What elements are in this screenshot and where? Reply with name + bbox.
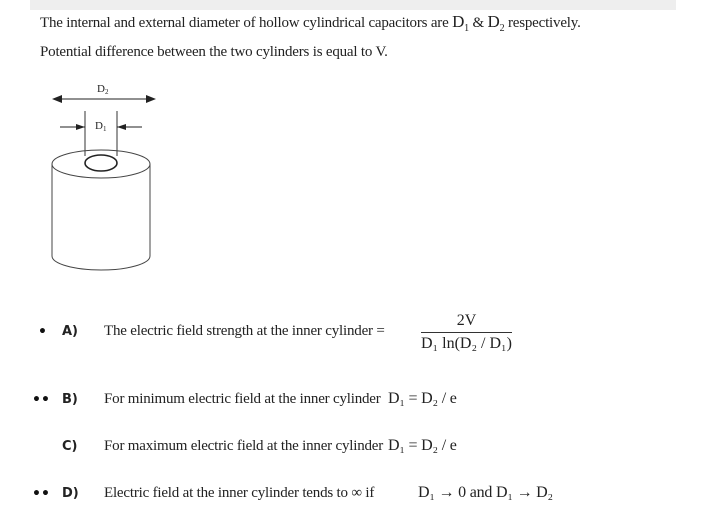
option-a-text: The electric field strength at the inner… xyxy=(104,323,385,339)
option-d-math: D₁ → 0 and D₁ → D₂ xyxy=(418,484,553,501)
d1-subscript: 1 xyxy=(464,23,469,34)
fraction-numerator: 2V xyxy=(421,312,512,333)
option-d-letter: D) xyxy=(62,486,79,501)
question-line-2: Potential difference between the two cyl… xyxy=(40,44,388,60)
option-c-math: D₁ = D₂ / e xyxy=(388,437,457,454)
hollow-cylinder-figure xyxy=(51,95,156,271)
inner-diameter-label: D1 xyxy=(95,120,106,133)
cylinder-diagram: D2 D1 xyxy=(40,78,170,278)
outer-diameter-label: D2 xyxy=(97,83,108,96)
fraction-denominator: D₁ ln(D₂ / D₁) xyxy=(421,335,512,352)
option-a-bullet: • xyxy=(38,324,47,340)
question-tail: respectively. xyxy=(504,15,581,31)
inner-label-sub: 1 xyxy=(102,125,107,133)
option-d-bullet: •• xyxy=(32,486,50,502)
d2-symbol: D2 xyxy=(487,12,505,34)
ampersand: & xyxy=(468,15,488,31)
option-b-math: D₁ = D₂ / e xyxy=(388,390,457,407)
outer-label-letter: D xyxy=(97,83,105,95)
option-b-bullet: •• xyxy=(32,392,50,408)
option-a-fraction: 2V D₁ ln(D₂ / D₁) xyxy=(421,312,512,353)
option-a-letter: A) xyxy=(62,324,79,339)
option-d[interactable]: •• D) Electric field at the inner cylind… xyxy=(0,484,710,514)
d1-symbol: D1 xyxy=(452,12,469,34)
option-c-letter: C) xyxy=(62,439,78,454)
option-c-text: For maximum electric field at the inner … xyxy=(104,438,384,454)
d2-letter: D xyxy=(487,12,500,31)
outer-label-sub: 2 xyxy=(104,88,109,96)
option-b[interactable]: •• B) For minimum electric field at the … xyxy=(0,390,710,420)
option-c[interactable]: C) For maximum electric field at the inn… xyxy=(0,437,710,467)
option-a[interactable]: • A) The electric field strength at the … xyxy=(0,312,710,352)
d2-subscript: 2 xyxy=(499,23,505,34)
inner-label-letter: D xyxy=(95,120,103,132)
d1-letter: D xyxy=(452,12,465,31)
option-b-letter: B) xyxy=(62,392,78,407)
top-band xyxy=(30,0,676,10)
option-b-text: For minimum electric field at the inner … xyxy=(104,391,381,407)
question-line-1: The internal and external diameter of ho… xyxy=(40,12,581,34)
option-d-text: Electric field at the inner cylinder ten… xyxy=(104,485,375,501)
question-text: The internal and external diameter of ho… xyxy=(40,15,453,31)
